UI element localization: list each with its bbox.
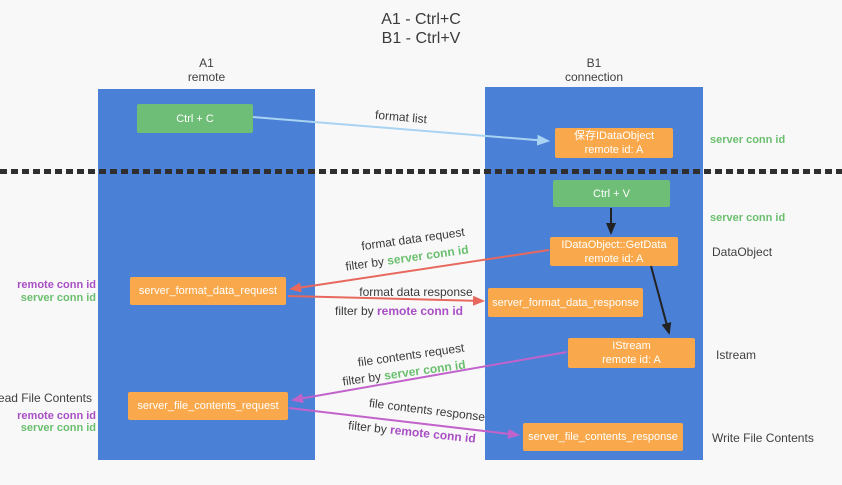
node-save-idataobject-line1: 保存IDataObject [573, 130, 655, 142]
node-save-idataobject-line2: remote id: A [584, 144, 644, 156]
node-file-request-label: server_file_contents_request [137, 400, 279, 412]
flow-label-file-contents-response: file contents response [368, 395, 486, 425]
column-b-id: B1 [586, 56, 602, 70]
flow-label-filter-remote-conn-1: filter by remote conn id [335, 304, 463, 318]
node-ctrl-c: Ctrl + C [137, 104, 253, 133]
remote-conn-id-text: remote conn id [389, 422, 477, 446]
title-line-1: A1 - Ctrl+C [381, 11, 461, 28]
node-server-format-data-request: server_format_data_request [130, 277, 286, 305]
filter-by-text: filter by [341, 368, 386, 389]
node-format-request-label: server_format_data_request [138, 285, 278, 297]
label-server-conn-id-right-1: server conn id [710, 134, 786, 146]
label-server-conn-id-right-2: server conn id [710, 212, 786, 224]
node-file-response-label: server_file_contents_response [528, 431, 678, 443]
node-istream: IStream remote id: A [568, 338, 695, 368]
label-server-conn-id-left-2: server conn id [20, 422, 96, 434]
label-read-file-contents: Read File Contents [0, 391, 92, 405]
column-b-role: connection [564, 70, 624, 84]
flow-label-format-data-response: format data response [359, 285, 473, 299]
label-write-file-contents: Write File Contents [712, 431, 814, 445]
filter-by-text: filter by [334, 304, 377, 318]
label-istream: Istream [716, 348, 757, 362]
label-remote-conn-id-left-2: remote conn id [17, 410, 96, 422]
flow-label-filter-remote-conn-2: filter by remote conn id [348, 418, 477, 445]
dotted-divider-line [0, 169, 842, 174]
label-remote-conn-id-left-1: remote conn id [17, 279, 96, 291]
node-istream-line1: IStream [612, 340, 651, 352]
node-server-format-data-response: server_format_data_response [488, 288, 643, 317]
page-title: A1 - Ctrl+C B1 - Ctrl+V [0, 10, 842, 48]
node-server-file-contents-request: server_file_contents_request [128, 392, 288, 420]
column-b-header: B1 connection [485, 56, 703, 84]
column-a-header: A1 remote [98, 56, 315, 84]
node-istream-line2: remote id: A [602, 354, 661, 366]
node-getdata-line1: IDataObject::GetData [561, 238, 667, 251]
node-format-response-label: server_format_data_response [492, 296, 639, 309]
title-line-2: B1 - Ctrl+V [381, 30, 461, 47]
flow-label-format-list: format list [374, 107, 428, 127]
column-a-id: A1 [199, 56, 214, 70]
node-ctrl-c-label: Ctrl + C [176, 112, 214, 125]
label-dataobject: DataObject [712, 245, 773, 259]
column-a-role: remote [187, 70, 226, 84]
node-getdata-line2: remote id: A [584, 252, 644, 265]
node-ctrl-v: Ctrl + V [553, 180, 670, 207]
remote-conn-id-text: remote conn id [377, 304, 464, 318]
filter-by-text: filter by [347, 418, 391, 437]
node-save-idataobject: 保存IDataObject remote id: A [555, 128, 673, 158]
node-ctrl-v-label: Ctrl + V [593, 187, 630, 200]
label-server-conn-id-left-1: server conn id [20, 292, 96, 304]
node-server-file-contents-response: server_file_contents_response [523, 423, 683, 451]
filter-by-text: filter by [344, 253, 389, 274]
node-idataobject-getdata: IDataObject::GetData remote id: A [550, 237, 678, 266]
